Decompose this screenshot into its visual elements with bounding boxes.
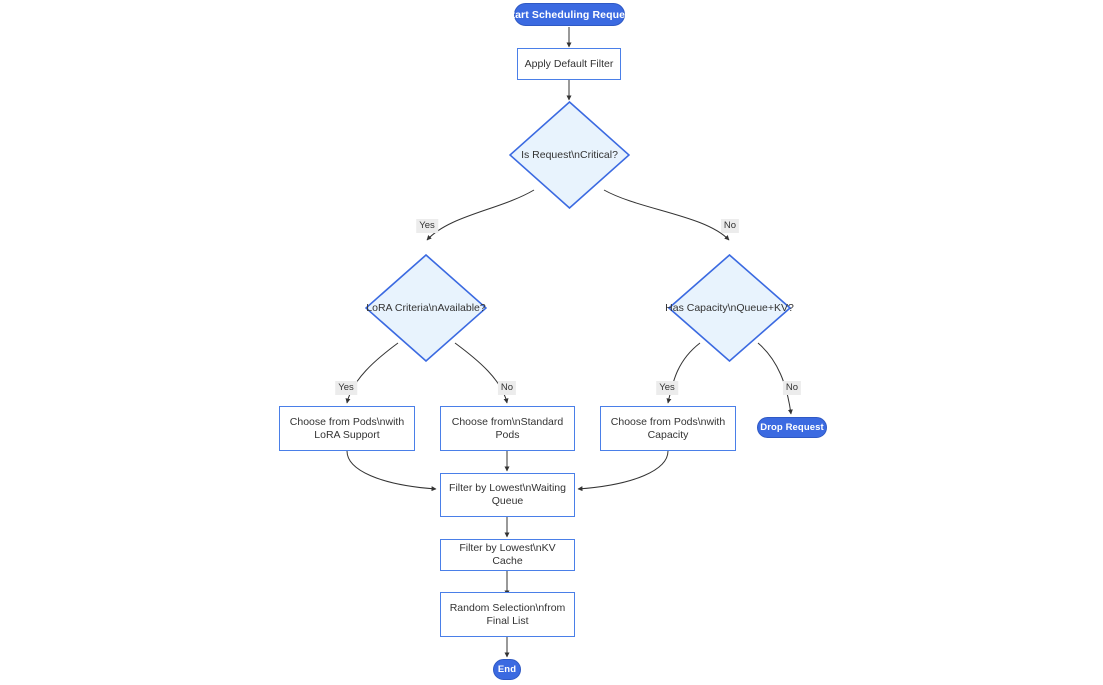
node-start[interactable]: Start Scheduling Request xyxy=(504,3,634,26)
node-lora-criteria-available-label: LoRA Criteria\nAvailable? xyxy=(366,302,486,314)
diamond-shape-has-capacity xyxy=(668,254,791,362)
node-filter-waiting-queue[interactable]: Filter by Lowest\nWaiting Queue xyxy=(440,473,575,517)
node-end-label: End xyxy=(497,664,517,675)
node-filter-kv-cache-line1: Filter by Lowest\nKV Cache xyxy=(459,542,556,567)
node-lora-criteria-available[interactable]: LoRA Criteria\nAvailable? xyxy=(365,254,487,362)
diamond-shape-lora-criteria-available xyxy=(365,254,487,362)
node-end[interactable]: End xyxy=(493,659,521,680)
node-choose-capacity-pods-line1: Choose from Pods\nwith xyxy=(610,415,726,428)
node-choose-lora-pods[interactable]: Choose from Pods\nwith LoRA Support xyxy=(279,406,415,451)
edge-choose-lora-to-filter-queue xyxy=(346,450,437,492)
edge-label-lora-no: No xyxy=(497,381,517,395)
edge-choose-capacity-to-filter-queue xyxy=(577,450,669,492)
node-choose-standard-pods[interactable]: Choose from\nStandard Pods xyxy=(440,406,575,451)
node-has-capacity[interactable]: Has Capacity\nQueue+KV? xyxy=(665,254,794,362)
edge-label-critical-yes: Yes xyxy=(416,219,438,233)
edge-label-capacity-no: No xyxy=(782,381,802,395)
node-filter-waiting-queue-line1: Filter by Lowest\nWaiting xyxy=(449,482,566,494)
edge-label-capacity-yes: Yes xyxy=(656,381,678,395)
node-drop-request-label: Drop Request xyxy=(760,422,824,433)
node-filter-waiting-queue-line2: Queue xyxy=(491,495,524,507)
node-apply-default-filter[interactable]: Apply Default Filter xyxy=(517,48,621,80)
edge-label-lora-yes: Yes xyxy=(335,381,357,395)
node-random-selection-line2: Final List xyxy=(486,614,529,627)
node-choose-capacity-pods-line2: Capacity xyxy=(647,428,689,441)
edge-label-critical-no: No xyxy=(720,219,740,233)
node-is-request-critical-label: Is Request\nCritical? xyxy=(521,149,618,161)
node-start-label: Start Scheduling Request xyxy=(504,8,635,21)
node-choose-lora-pods-line2: LoRA Support xyxy=(314,428,380,441)
node-choose-standard-pods-line2: Pods xyxy=(495,428,520,441)
node-apply-default-filter-label: Apply Default Filter xyxy=(524,57,614,70)
node-random-selection[interactable]: Random Selection\nfrom Final List xyxy=(440,592,575,637)
node-drop-request[interactable]: Drop Request xyxy=(757,417,827,438)
node-choose-standard-pods-line1: Choose from\nStandard xyxy=(451,415,564,428)
diamond-shape-is-request-critical xyxy=(509,101,630,209)
node-is-request-critical[interactable]: Is Request\nCritical? xyxy=(509,101,630,209)
node-choose-lora-pods-line1: Choose from Pods\nwith xyxy=(289,415,405,428)
node-random-selection-line1: Random Selection\nfrom xyxy=(449,601,566,614)
node-filter-kv-cache[interactable]: Filter by Lowest\nKV Cache xyxy=(440,539,575,571)
node-has-capacity-label: Has Capacity\nQueue+KV? xyxy=(665,302,794,314)
node-choose-capacity-pods[interactable]: Choose from Pods\nwith Capacity xyxy=(600,406,736,451)
